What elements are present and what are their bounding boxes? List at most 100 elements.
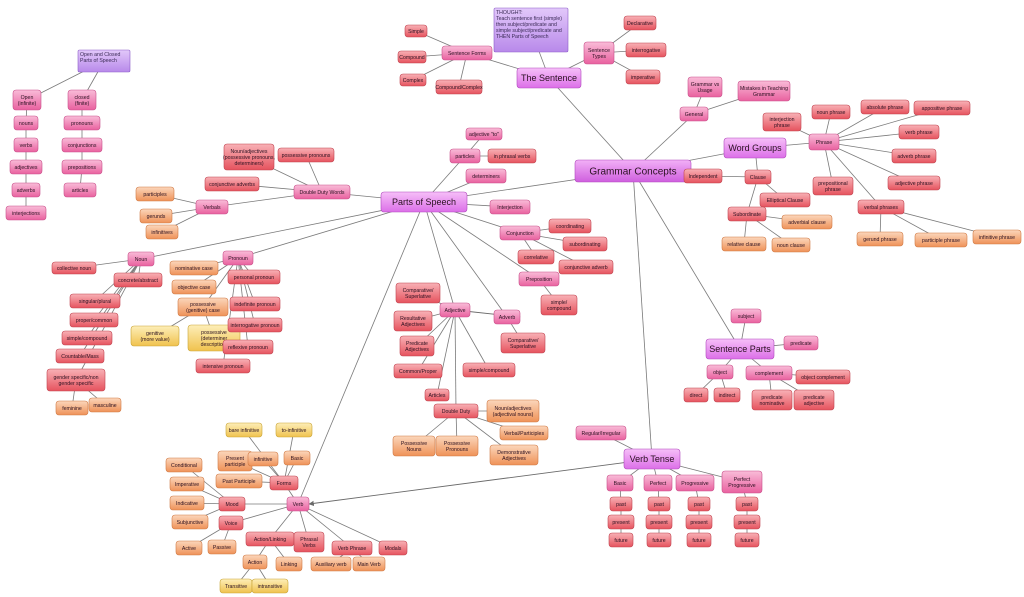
node-phrase[interactable]: Phrase — [808, 133, 840, 151]
node-nounclause[interactable]: noun clause — [771, 237, 811, 253]
node-correlative[interactable]: correlative — [517, 249, 555, 265]
node-objcase[interactable]: objective case — [171, 279, 217, 295]
node-past2[interactable]: past — [647, 496, 671, 512]
node-basic[interactable]: Basic — [606, 474, 634, 492]
node-indirect[interactable]: indirect — [713, 387, 741, 403]
node-subject[interactable]: subject — [730, 308, 762, 324]
node-indicative[interactable]: Indicative — [169, 495, 205, 511]
node-commonproper[interactable]: Common/Proper — [393, 363, 443, 379]
node-simplecompound2[interactable]: simple/compound — [61, 330, 113, 346]
node-open[interactable]: Open(infinite) — [12, 89, 42, 111]
node-compcomplex[interactable]: Compound/Complex — [435, 79, 483, 95]
node-objcomplement[interactable]: object complement — [795, 369, 851, 385]
node-prepositions[interactable]: prepositions — [61, 159, 103, 175]
node-particles[interactable]: particles — [449, 148, 481, 164]
node-conjadv[interactable]: conjunctive adverbs — [204, 176, 260, 192]
node-noun[interactable]: Noun — [127, 251, 155, 267]
node-sentparts[interactable]: Sentence Parts — [705, 338, 775, 360]
node-pos[interactable]: Parts of Speech — [380, 191, 468, 213]
node-actionlinking[interactable]: Action/Linking — [245, 531, 295, 547]
node-modals[interactable]: Modals — [378, 540, 408, 556]
node-present4[interactable]: present — [733, 514, 761, 530]
node-complement[interactable]: complement — [745, 365, 793, 381]
node-forms[interactable]: Forms — [269, 475, 299, 491]
node-intransitive[interactable]: intransitive — [251, 578, 289, 594]
node-present1[interactable]: present — [607, 514, 635, 530]
node-articlesb[interactable]: Articles — [424, 388, 450, 402]
node-bareinf[interactable]: bare infinitive — [225, 422, 263, 438]
node-imperativem[interactable]: Imperative — [169, 476, 205, 492]
node-subordinating[interactable]: subordinating — [562, 236, 608, 252]
node-adjphrase[interactable]: adjective phrase — [887, 175, 941, 191]
node-sentence[interactable]: The Sentence — [516, 67, 582, 89]
node-pronoun[interactable]: Pronoun — [222, 250, 254, 266]
node-absphrase[interactable]: absolute phrase — [860, 99, 910, 115]
node-regirreg[interactable]: Regular/Irregular — [575, 425, 627, 441]
node-past1[interactable]: past — [609, 496, 633, 512]
node-compsup2[interactable]: Comparative/Superlative — [500, 332, 546, 354]
node-linking[interactable]: Linking — [275, 556, 303, 572]
node-nounadj2[interactable]: Noun/adjectives(adjectival nouns) — [486, 399, 540, 423]
node-personalpron[interactable]: personal pronoun — [227, 269, 281, 285]
node-nounphrase[interactable]: noun phrase — [811, 104, 851, 120]
node-adverbs[interactable]: adverbs — [11, 182, 41, 198]
node-past3[interactable]: past — [687, 496, 711, 512]
node-progressive[interactable]: Progressive — [675, 474, 715, 492]
node-voice[interactable]: Voice — [218, 515, 244, 531]
node-present3[interactable]: present — [685, 514, 713, 530]
node-root[interactable]: Grammar Concepts — [574, 159, 692, 183]
node-future4[interactable]: future — [734, 532, 760, 548]
node-past4[interactable]: past — [735, 496, 759, 512]
node-advclause[interactable]: adverbial clause — [781, 214, 833, 230]
node-verbphraseb[interactable]: Verb Phrase — [331, 540, 373, 556]
node-verbphrase[interactable]: verb phrase — [898, 124, 940, 140]
node-wordgroups[interactable]: Word Groups — [723, 137, 787, 159]
node-relclause[interactable]: relative clause — [721, 236, 767, 252]
node-predicate2[interactable]: predicate — [783, 335, 819, 351]
node-simplecompound[interactable]: simple/compound — [540, 294, 578, 316]
node-posspron[interactable]: possessive pronouns — [277, 147, 335, 163]
node-propercommon[interactable]: proper/common — [69, 312, 119, 328]
node-conjunction[interactable]: Conjunction — [499, 225, 541, 241]
node-infinitives[interactable]: infinitives — [145, 224, 179, 240]
node-declarative[interactable]: Declarative — [623, 15, 657, 31]
node-participles[interactable]: participles — [135, 186, 175, 202]
node-verbals[interactable]: Verbals — [195, 199, 229, 215]
node-genitive[interactable]: genitive(more value) — [130, 325, 180, 347]
node-verbtense[interactable]: Verb Tense — [623, 448, 681, 470]
node-gerunds[interactable]: gerunds — [139, 208, 173, 224]
node-partphrase[interactable]: participle phrase — [914, 232, 968, 248]
node-collective[interactable]: collective noun — [51, 261, 97, 275]
node-subordinate[interactable]: Subordinate — [727, 206, 767, 222]
node-subjunctive[interactable]: Subjunctive — [171, 514, 209, 530]
node-mood[interactable]: Mood — [218, 496, 246, 512]
node-thought[interactable]: THOUGHT:Teach sentence first (simple)the… — [493, 7, 569, 53]
node-phrasalverbs[interactable]: in phrasal verbs — [487, 148, 537, 164]
node-countable[interactable]: Countable/Mass — [55, 348, 105, 364]
node-adjective[interactable]: Adjective — [439, 302, 471, 318]
node-adverb[interactable]: Adverb — [493, 309, 521, 325]
node-concreteabstract[interactable]: concrete/abstract — [113, 272, 163, 288]
node-future1[interactable]: future — [608, 532, 634, 548]
node-doubleduty2[interactable]: Double Duty — [433, 403, 479, 419]
node-infphrase[interactable]: infinitive phrase — [972, 229, 1022, 245]
node-masculine[interactable]: masculine — [88, 397, 122, 413]
node-compound[interactable]: Compound — [397, 50, 427, 64]
node-sentforms[interactable]: Sentence Forms — [441, 45, 493, 61]
node-nounadj[interactable]: Noun/adjectives(possessive pronouns,dete… — [223, 143, 275, 171]
node-nomcase[interactable]: nominative case — [169, 260, 219, 276]
node-doubleduty[interactable]: Double Duty Words — [293, 184, 351, 200]
node-singplural[interactable]: singular/plural — [69, 293, 121, 309]
node-perfect[interactable]: Perfect — [643, 474, 673, 492]
node-nouns[interactable]: nouns — [13, 115, 39, 131]
